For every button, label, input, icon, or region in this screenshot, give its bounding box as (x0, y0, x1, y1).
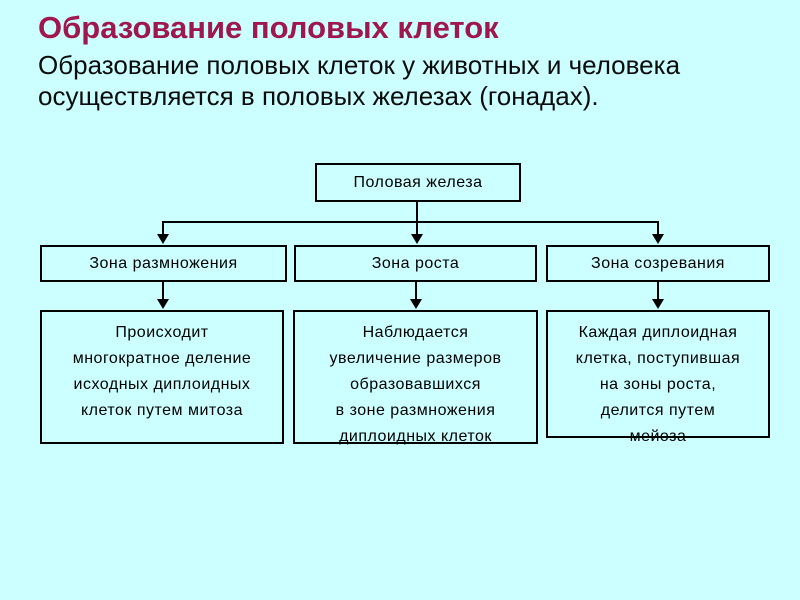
connector-stub-to-zone-1 (162, 222, 164, 235)
connector-stub-to-zone-2 (416, 222, 418, 235)
zone-box-growth: Зона роста (294, 245, 537, 282)
connector-horizontal-distributor (162, 221, 659, 223)
zone-label: Зона созревания (591, 255, 725, 272)
connector-zone-1-to-description (162, 282, 164, 300)
arrow-down-icon (157, 234, 169, 244)
diagram-root-box: Половая железа (315, 163, 521, 202)
description-box-maturation: Каждая диплоидная клетка, поступившая на… (546, 310, 770, 445)
arrow-down-icon (411, 234, 423, 244)
zone-label: Зона роста (371, 255, 460, 272)
arrow-down-icon (652, 234, 664, 244)
connector-root-vertical (416, 201, 418, 222)
slide-title: Образование половых клеток (38, 10, 499, 45)
connector-zone-2-to-description (415, 282, 417, 300)
connector-zone-3-to-description (657, 282, 659, 300)
diagram-root-label: Половая железа (353, 174, 483, 191)
arrow-down-icon (410, 299, 422, 309)
arrow-down-icon (652, 299, 664, 309)
zone-box-maturation: Зона созревания (546, 245, 770, 282)
connector-stub-to-zone-3 (657, 222, 659, 235)
description-box-growth: Наблюдается увеличение размеров образова… (293, 310, 538, 445)
arrow-down-icon (157, 299, 169, 309)
slide-subtitle: Образование половых клеток у животных и … (38, 50, 681, 111)
zone-box-reproduction: Зона размножения (40, 245, 287, 282)
zone-label: Зона размножения (89, 255, 238, 272)
description-box-reproduction: Происходит многократное деление исходных… (40, 310, 284, 444)
